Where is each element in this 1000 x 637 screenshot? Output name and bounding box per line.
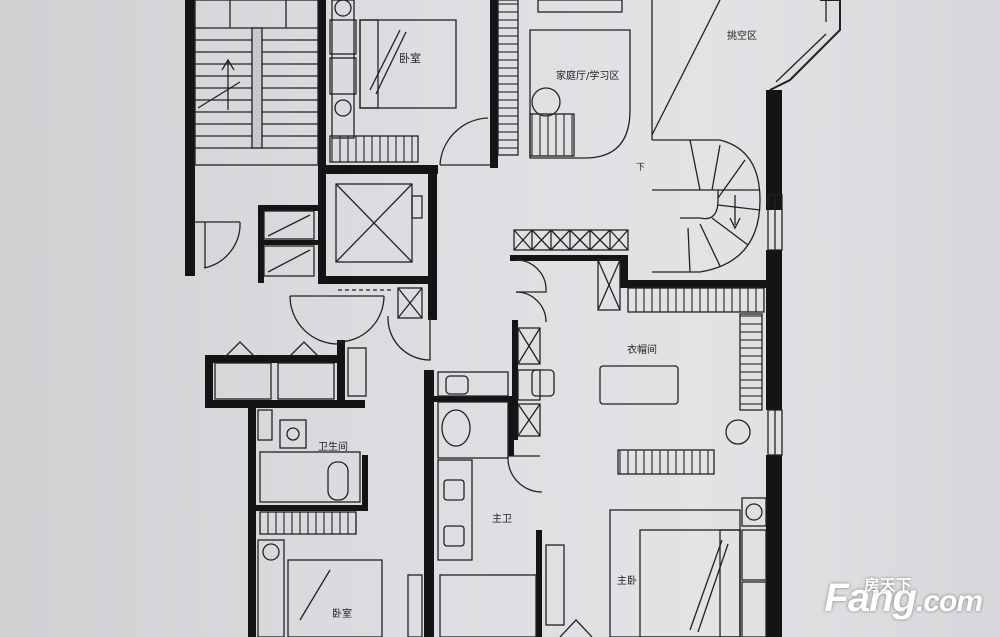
watermark-suffix: .com [915,585,983,618]
staircase-left [195,0,318,149]
room-label-master-bath: 主卫 [492,514,512,525]
spiral-staircase [652,139,761,273]
watermark-brand: Fang [824,576,917,620]
room-label-void-area: 挑空区 [727,31,757,42]
room-label-bathroom: 卫生间 [318,442,348,453]
room-label-bedroom-top: 卧室 [399,52,421,65]
room-label-master-bedroom: 主卧 [617,576,637,587]
stair-down-label: 下 [636,163,646,173]
room-label-walk-in-closet: 衣帽间 [627,345,657,356]
room-label-bedroom-bottom: 卧室 [332,609,352,620]
thin-lines [194,0,841,637]
watermark-logo: Fang.com [824,576,983,621]
room-label-family-room: 家庭厅/学习区 [556,71,620,82]
walls [185,0,782,637]
watermark-tagline: 房天下 [864,577,913,594]
fang-watermark: 房天下 Fang.com [824,576,983,621]
